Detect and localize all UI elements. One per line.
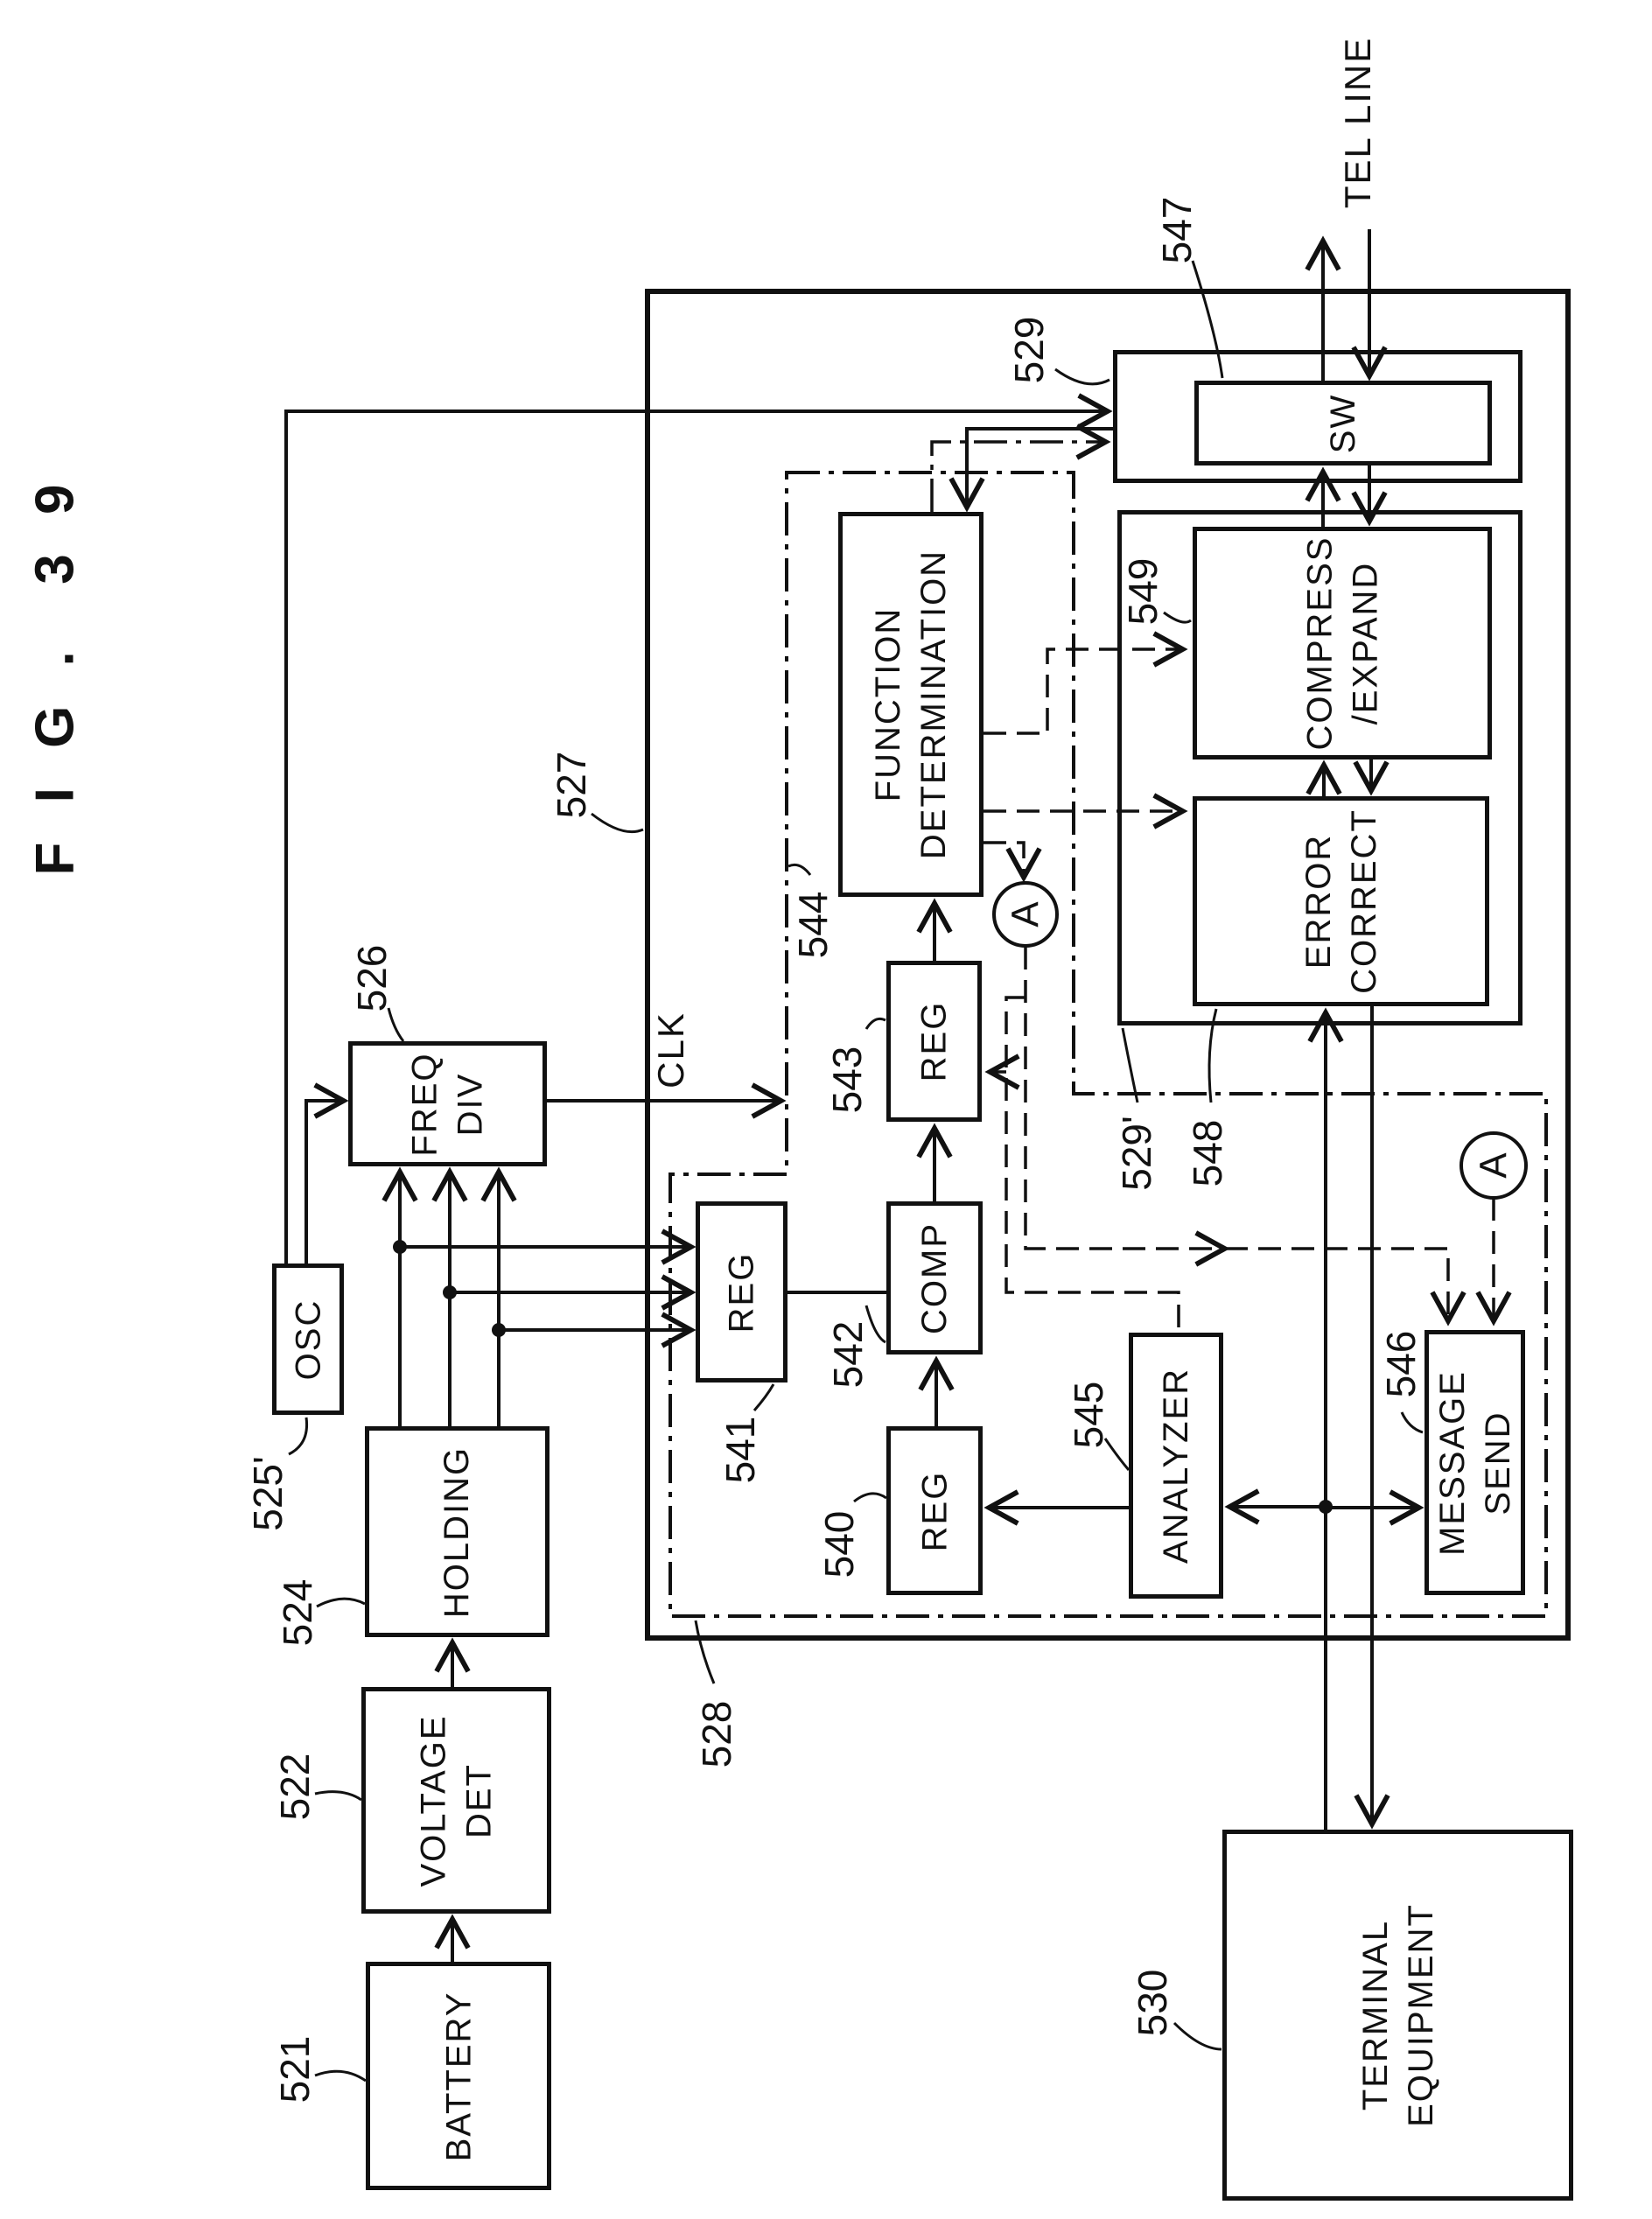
freq-div-box: FREQ DIV bbox=[348, 1041, 547, 1166]
function-determination-box: FUNCTION DETERMINATION bbox=[838, 512, 984, 897]
voltage-det-box: VOLTAGE DET bbox=[361, 1687, 551, 1914]
comp-label: COMP bbox=[915, 1222, 954, 1334]
error-correct-label: ERROR CORRECT bbox=[1298, 808, 1383, 994]
battery-box: BATTERY bbox=[366, 1962, 551, 2190]
error-correct-box: ERROR CORRECT bbox=[1193, 796, 1489, 1006]
ref-525p: 525' bbox=[245, 1456, 290, 1531]
reg541-label: REG bbox=[722, 1251, 761, 1333]
ref-545: 545 bbox=[1066, 1381, 1111, 1449]
osc-box: OSC bbox=[272, 1264, 344, 1415]
tel-line-label: TEL LINE bbox=[1337, 36, 1378, 209]
message-send-label: MESSAGE SEND bbox=[1432, 1369, 1517, 1556]
ref-527: 527 bbox=[549, 751, 594, 819]
fd-to-sw-control bbox=[930, 424, 1111, 512]
ref-529: 529 bbox=[1006, 316, 1052, 384]
codec-outer-box-529p bbox=[1117, 510, 1522, 1026]
connector-a-label-upper: A bbox=[1004, 901, 1047, 928]
freq-div-label: FREQ DIV bbox=[405, 1051, 490, 1157]
ref-529p: 529' bbox=[1114, 1116, 1159, 1191]
sw-outer-box-529 bbox=[1113, 350, 1522, 483]
compress-expand-label: COMPRESS /EXPAND bbox=[1300, 536, 1384, 751]
ref-521: 521 bbox=[272, 2035, 318, 2104]
ref-522: 522 bbox=[272, 1753, 318, 1821]
analyzer-box: ANALYZER bbox=[1129, 1333, 1223, 1599]
ref-526: 526 bbox=[349, 944, 395, 1012]
ref-543: 543 bbox=[824, 1046, 870, 1114]
ref-528: 528 bbox=[694, 1700, 739, 1768]
ref-549: 549 bbox=[1120, 557, 1166, 626]
voltage-det-label: VOLTAGE DET bbox=[414, 1713, 499, 1887]
terminal-equipment-box: TERMINAL EQUIPMENT bbox=[1222, 1830, 1573, 2201]
sw-box: SW bbox=[1194, 381, 1492, 466]
reg543-box: REG bbox=[886, 961, 982, 1122]
reg541-box: REG bbox=[696, 1201, 788, 1382]
reg540-label: REG bbox=[915, 1470, 954, 1551]
dashed-control-lines bbox=[984, 631, 1512, 1328]
analyzer-label: ANALYZER bbox=[1157, 1367, 1196, 1564]
connector-a-label-lower: A bbox=[1473, 1152, 1516, 1179]
ref-544: 544 bbox=[790, 891, 836, 959]
function-determination-label: FUNCTION DETERMINATION bbox=[869, 549, 953, 860]
chip-boundary-528 bbox=[668, 471, 1548, 1618]
off-page-connectors: A A bbox=[992, 881, 1528, 1200]
sw-label: SW bbox=[1324, 393, 1362, 453]
ref-530: 530 bbox=[1130, 1969, 1175, 2037]
leader-lines bbox=[288, 260, 1424, 2082]
connector-a-circle-upper bbox=[992, 881, 1059, 948]
holding-label: HOLDING bbox=[438, 1446, 477, 1618]
ref-541: 541 bbox=[718, 1416, 763, 1484]
figure-title: F I G . 3 9 bbox=[24, 472, 86, 876]
controller-box-527 bbox=[645, 289, 1571, 1641]
terminal-equipment-label: TERMINAL EQUIPMENT bbox=[1355, 1903, 1440, 2127]
ref-524: 524 bbox=[275, 1578, 320, 1647]
ref-547: 547 bbox=[1154, 196, 1200, 264]
ref-548: 548 bbox=[1185, 1119, 1230, 1187]
connector-a-circle-lower bbox=[1460, 1131, 1528, 1200]
reg543-label: REG bbox=[914, 1000, 954, 1082]
message-send-box: MESSAGE SEND bbox=[1424, 1330, 1525, 1595]
compress-expand-box: COMPRESS /EXPAND bbox=[1193, 527, 1492, 760]
battery-label: BATTERY bbox=[439, 1991, 478, 2161]
junction-dots bbox=[393, 1240, 1333, 1514]
clk-label: CLK bbox=[650, 1012, 691, 1088]
reg540-box: REG bbox=[886, 1426, 983, 1595]
ref-540: 540 bbox=[816, 1510, 862, 1578]
ref-542: 542 bbox=[825, 1320, 871, 1389]
osc-label: OSC bbox=[289, 1298, 327, 1380]
holding-box: HOLDING bbox=[365, 1426, 550, 1637]
ref-546: 546 bbox=[1378, 1330, 1424, 1398]
comp-box: COMP bbox=[886, 1201, 983, 1354]
